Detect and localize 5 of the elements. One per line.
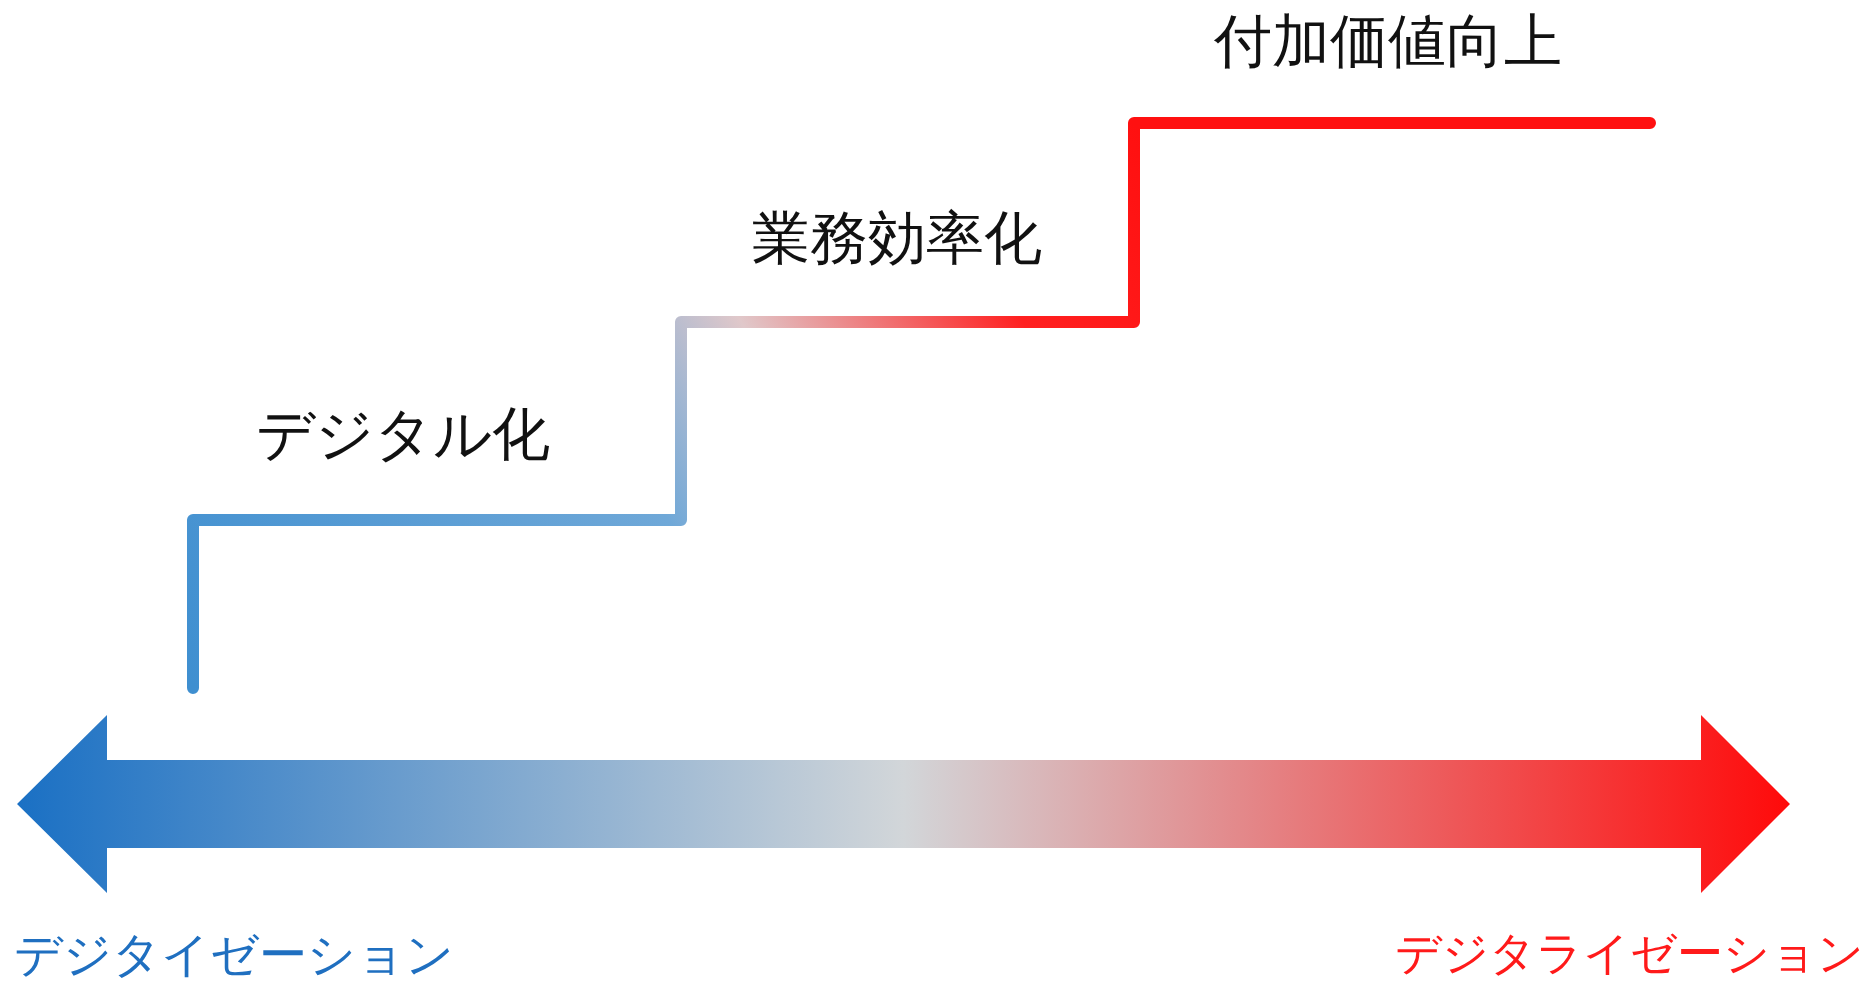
step-label: 業務効率化: [752, 207, 1042, 271]
step-label: 付加価値向上: [1214, 10, 1562, 74]
step-label: デジタル化: [256, 403, 550, 467]
scale-end-label: デジタライゼーション: [1395, 928, 1864, 979]
scale-end-label: デジタイゼーション: [14, 928, 454, 981]
